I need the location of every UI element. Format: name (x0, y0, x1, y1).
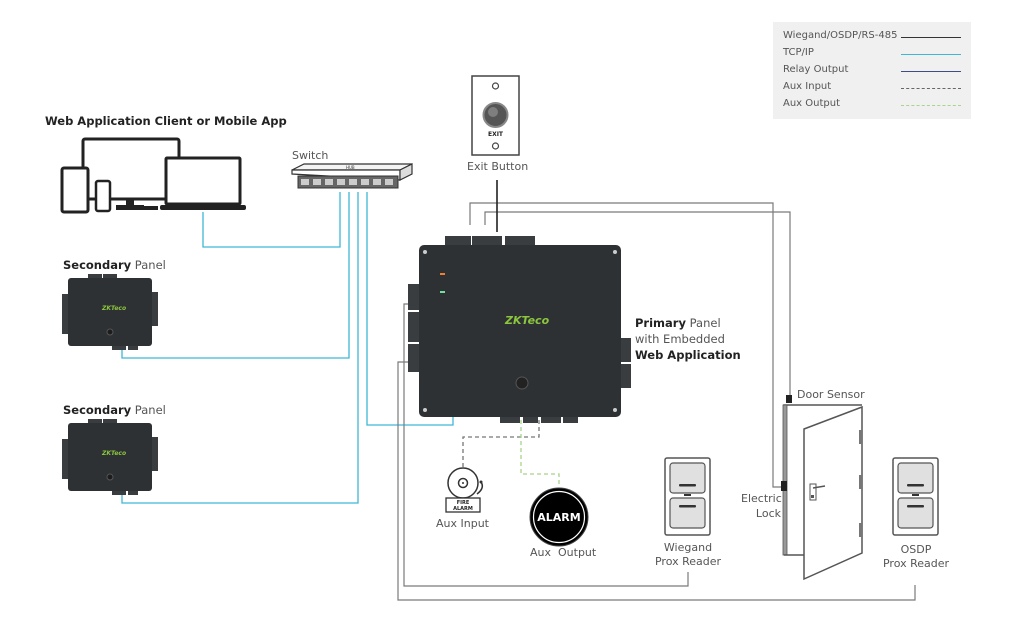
exit-button-icon: EXIT (471, 75, 520, 156)
legend-swatch (901, 88, 961, 89)
legend-item-relay: Relay Output (783, 64, 963, 78)
osdp-reader-icon (892, 457, 939, 536)
switch-brand: HUB (346, 165, 355, 170)
osdp-reader-label: OSDP Prox Reader (880, 543, 952, 571)
secondary-panel-label-rest: Panel (131, 258, 166, 272)
legend-item-tcp: TCP/IP (783, 47, 963, 61)
wiegand-reader-line2: Prox Reader (654, 555, 722, 568)
secondary-panel-logo: ZKTeco (101, 305, 126, 312)
fire-alarm-text-1: FIRE (457, 500, 470, 506)
aux-output-label: Aux Output (530, 546, 597, 559)
primary-panel-logo: ZKTeco (504, 314, 550, 327)
electric-lock-line1: Electric (741, 492, 782, 505)
secondary-panel-2-label: Secondary Panel (63, 403, 166, 417)
wiegand-reader-label: Wiegand Prox Reader (655, 541, 721, 569)
electric-lock-label: Electric Lock (741, 491, 782, 521)
door-icon (781, 395, 863, 581)
primary-panel-line2: with Embedded (635, 332, 725, 346)
primary-panel-line3: Web Application (635, 348, 741, 362)
primary-panel-label-bold: Primary (635, 316, 686, 330)
aux-input-label: Aux Input (436, 517, 489, 530)
wire-osdp-reader (397, 361, 916, 601)
tcp-wire-secondary-1 (121, 192, 350, 359)
primary-panel-device: ZKTeco (408, 236, 631, 423)
network-switch-icon: HUB (291, 163, 413, 189)
wire-aux-output (520, 420, 560, 487)
exit-button-face-text: EXIT (488, 131, 504, 138)
electric-lock-icon (781, 481, 787, 491)
legend-swatch (901, 105, 961, 106)
legend-label: Relay Output (783, 64, 849, 75)
secondary-panel-2-device: ZKTeco (62, 419, 158, 495)
tcp-wire-primary (366, 192, 454, 426)
legend-label: Wiegand/OSDP/RS-485 (783, 30, 898, 41)
legend-item-wiegand: Wiegand/OSDP/RS-485 (783, 30, 963, 44)
wiegand-reader-line1: Wiegand (663, 541, 713, 554)
secondary-panel-label-rest: Panel (131, 403, 166, 417)
secondary-panel-1-label: Secondary Panel (63, 258, 166, 272)
door-sensor-icon (786, 395, 792, 403)
legend-swatch (901, 54, 961, 55)
wire-aux-input (462, 420, 540, 467)
secondary-panel-1-device: ZKTeco (62, 274, 158, 350)
primary-panel-label-rest: Panel (685, 316, 721, 330)
legend-label: Aux Output (783, 98, 841, 109)
tcp-wire-secondary-2 (121, 192, 359, 504)
legend-swatch (901, 37, 961, 38)
wire-door-sensor (469, 202, 784, 488)
switch-label: Switch (292, 149, 329, 162)
secondary-panel-label-bold: Secondary (63, 403, 132, 417)
client-devices-icon (60, 137, 246, 214)
door-sensor-label: Door Sensor (797, 388, 865, 401)
exit-button-label: Exit Button (467, 160, 529, 173)
legend-label: TCP/IP (783, 47, 814, 58)
fire-alarm-text-2: ALARM (453, 506, 473, 512)
wiegand-reader-icon (664, 457, 711, 536)
legend-swatch (901, 71, 961, 72)
tcp-ip-wires (121, 192, 454, 504)
secondary-panel-logo: ZKTeco (101, 450, 126, 457)
osdp-reader-line2: Prox Reader (882, 557, 950, 570)
fire-alarm-bell-icon: FIRE ALARM (445, 467, 484, 513)
clients-title: Web Application Client or Mobile App (45, 114, 287, 128)
alarm-icon-text: ALARM (537, 511, 580, 524)
legend-label: Aux Input (783, 81, 832, 92)
legend: Wiegand/OSDP/RS-485 TCP/IP Relay Output … (773, 22, 971, 119)
wire-electric-lock (484, 211, 791, 395)
osdp-reader-line1: OSDP (900, 543, 932, 556)
alarm-siren-icon: ALARM (529, 487, 589, 547)
tcp-wire-client (202, 192, 341, 248)
primary-panel-label: Primary Panel with Embedded Web Applicat… (635, 315, 741, 363)
secondary-panel-label-bold: Secondary (63, 258, 132, 272)
electric-lock-line2: Lock (755, 507, 781, 520)
legend-item-aux-output: Aux Output (783, 98, 963, 112)
legend-item-aux-input: Aux Input (783, 81, 963, 95)
